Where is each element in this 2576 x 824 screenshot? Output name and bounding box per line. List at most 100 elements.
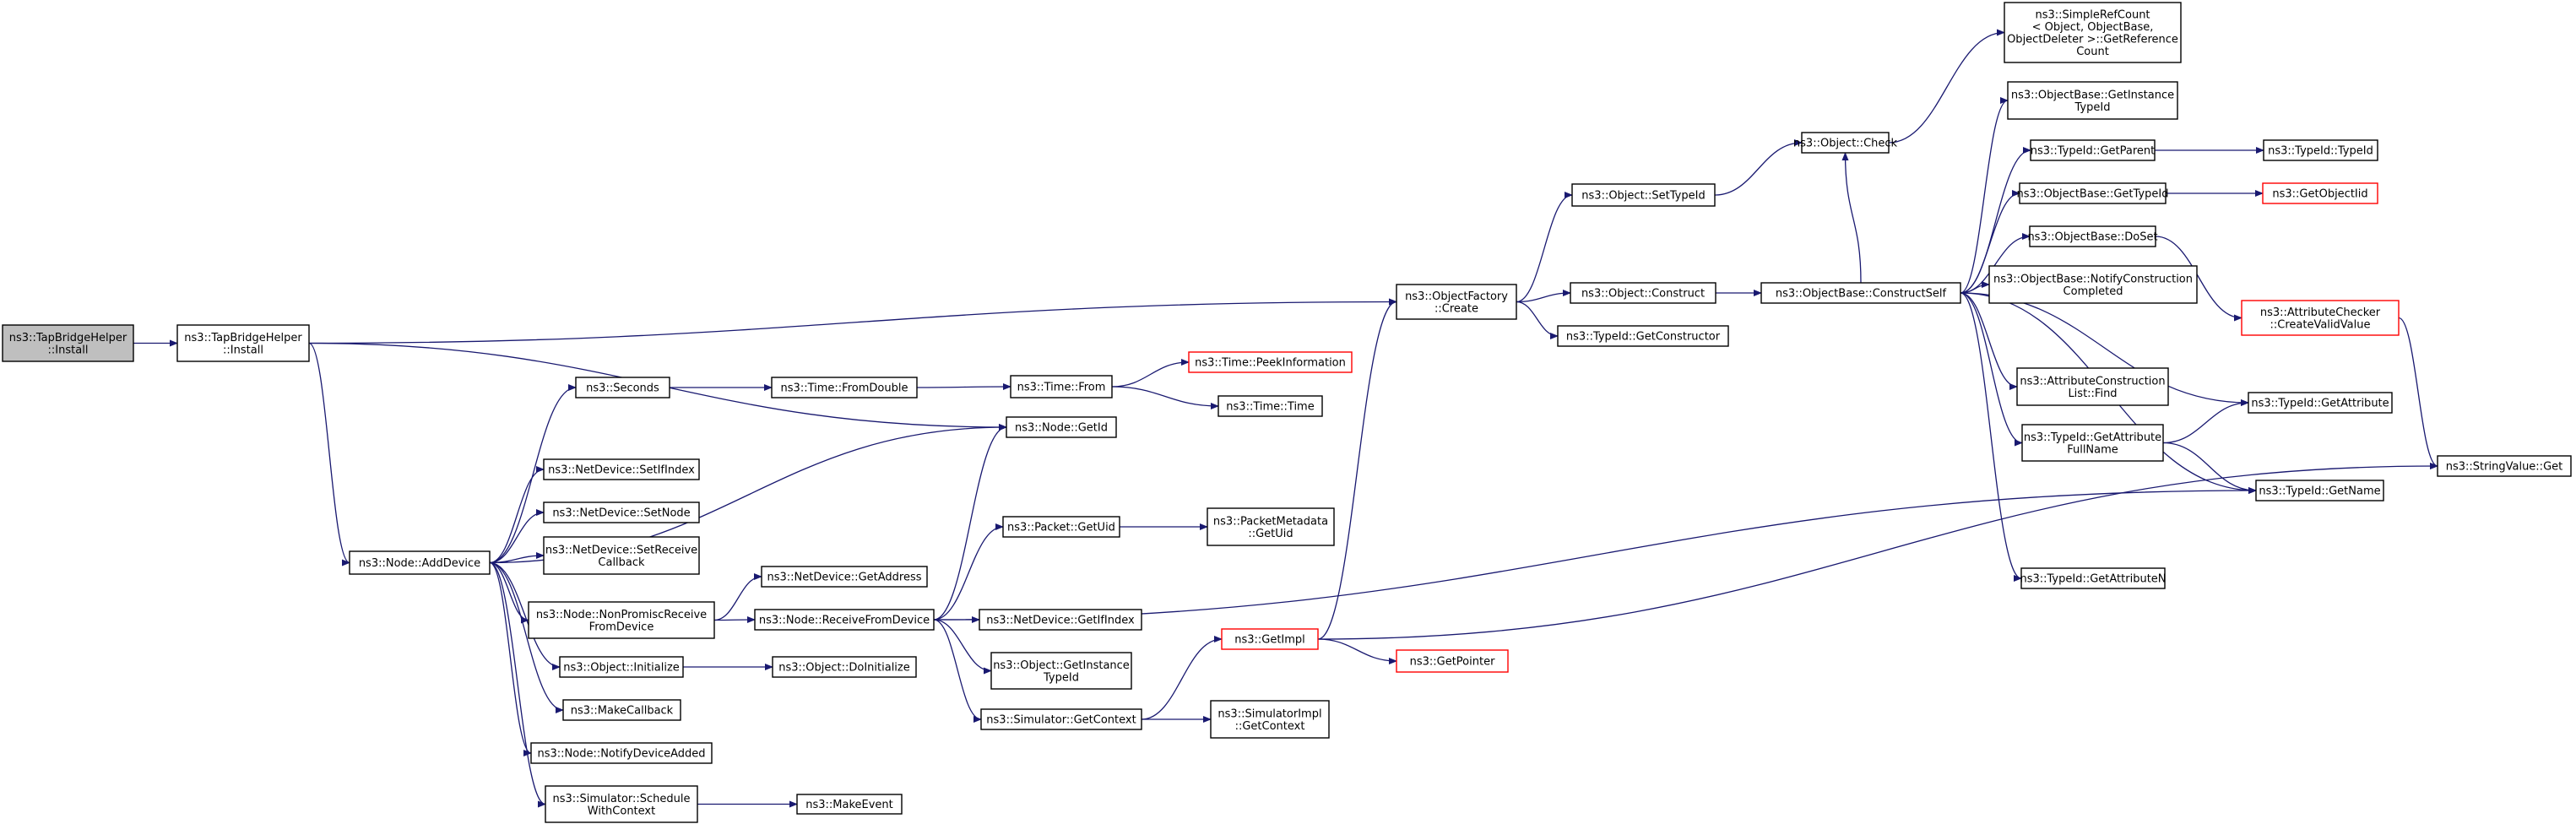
node-box[interactable]: [2248, 392, 2393, 414]
node-notify-device-added[interactable]: ns3::Node::NotifyDeviceAdded: [530, 742, 713, 764]
node-box[interactable]: [176, 324, 310, 362]
node-box[interactable]: [1010, 375, 1113, 398]
node-obj-base-get-type-id[interactable]: ns3::ObjectBase::GetTypeId: [2017, 182, 2169, 204]
node-type-id-get-parent[interactable]: ns3::TypeId::GetParent: [2030, 139, 2156, 161]
node-box[interactable]: [2263, 139, 2378, 161]
node-make-event[interactable]: ns3::MakeEvent: [796, 794, 903, 815]
node-receive-from-device[interactable]: ns3::Node::ReceiveFromDevice: [754, 609, 935, 631]
node-box[interactable]: [2019, 182, 2167, 204]
node-box[interactable]: [543, 501, 700, 523]
node-box[interactable]: [1988, 265, 2198, 304]
node-box[interactable]: [1760, 282, 1961, 304]
node-box[interactable]: [2241, 300, 2400, 336]
node-node-get-id[interactable]: ns3::Node::GetId: [1006, 416, 1117, 438]
node-box[interactable]: [2030, 139, 2156, 161]
node-box[interactable]: [772, 656, 917, 678]
node-type-id-get-attribute-n[interactable]: ns3::TypeId::GetAttributeN: [2020, 567, 2167, 589]
node-box[interactable]: [2016, 367, 2169, 406]
node-box[interactable]: [543, 536, 700, 575]
node-box[interactable]: [980, 708, 1142, 730]
node-box[interactable]: [562, 699, 681, 721]
node-box[interactable]: [771, 377, 918, 398]
node-make-callback[interactable]: ns3::MakeCallback: [562, 699, 681, 721]
node-notify-construction-completed[interactable]: ns3::ObjectBase::NotifyConstructionCompl…: [1988, 265, 2198, 304]
node-obj-set-type-id[interactable]: ns3::Object::SetTypeId: [1571, 183, 1716, 207]
node-box[interactable]: [796, 794, 903, 815]
node-box[interactable]: [1006, 416, 1117, 438]
node-do-initialize[interactable]: ns3::Object::DoInitialize: [772, 656, 917, 678]
node-construct-self[interactable]: ns3::ObjectBase::ConstructSelf: [1760, 282, 1961, 304]
node-box[interactable]: [1221, 628, 1319, 650]
node-box[interactable]: [545, 785, 698, 823]
node-create-valid-value[interactable]: ns3::AttributeChecker::CreateValidValue: [2241, 300, 2400, 336]
node-simple-ref-count[interactable]: ns3::SimpleRefCount< Object, ObjectBase,…: [2004, 2, 2182, 63]
node-sim-impl-get-context[interactable]: ns3::SimulatorImpl::GetContext: [1210, 700, 1330, 739]
node-box[interactable]: [754, 609, 935, 631]
node-add-device[interactable]: ns3::Node::AddDevice: [349, 550, 491, 575]
node-get-impl[interactable]: ns3::GetImpl: [1221, 628, 1319, 650]
node-net-dev-get-if-index[interactable]: ns3::NetDevice::GetIfIndex: [979, 609, 1142, 631]
node-packet-get-uid[interactable]: ns3::Packet::GetUid: [1002, 516, 1120, 538]
node-box[interactable]: [530, 742, 713, 764]
node-time-from-double[interactable]: ns3::Time::FromDouble: [771, 377, 918, 398]
node-install[interactable]: ns3::TapBridgeHelper::Install: [176, 324, 310, 362]
node-get-address[interactable]: ns3::NetDevice::GetAddress: [761, 566, 928, 588]
node-box[interactable]: [1210, 700, 1330, 739]
node-type-id-get-constructor[interactable]: ns3::TypeId::GetConstructor: [1557, 325, 1729, 347]
node-box[interactable]: [2, 324, 134, 362]
node-sim-get-context[interactable]: ns3::Simulator::GetContext: [980, 708, 1142, 730]
node-string-value-get[interactable]: ns3::StringValue::Get: [2437, 455, 2572, 477]
node-box[interactable]: [2029, 225, 2156, 247]
node-box[interactable]: [543, 458, 700, 480]
node-obj-check[interactable]: ns3::Object::Check: [1793, 132, 1898, 154]
node-peek-information[interactable]: ns3::Time::PeekInformation: [1188, 351, 1353, 373]
node-box[interactable]: [1557, 325, 1729, 347]
node-box[interactable]: [1801, 132, 1890, 154]
node-time-from[interactable]: ns3::Time::From: [1010, 375, 1113, 398]
node-box[interactable]: [2437, 455, 2572, 477]
node-time-time[interactable]: ns3::Time::Time: [1217, 395, 1323, 417]
node-obj-initialize[interactable]: ns3::Object::Initialize: [559, 656, 684, 678]
node-seconds[interactable]: ns3::Seconds: [575, 377, 670, 398]
node-box[interactable]: [559, 656, 684, 678]
node-box[interactable]: [2020, 567, 2166, 589]
node-set-node[interactable]: ns3::NetDevice::SetNode: [543, 501, 700, 523]
node-obj-base-do-set[interactable]: ns3::ObjectBase::DoSet: [2027, 225, 2158, 247]
node-box[interactable]: [2021, 424, 2164, 462]
node-box[interactable]: [1207, 507, 1335, 546]
node-box[interactable]: [575, 377, 670, 398]
node-type-id-get-attribute[interactable]: ns3::TypeId::GetAttribute: [2248, 392, 2393, 414]
node-box[interactable]: [1217, 395, 1323, 417]
node-obj-factory-create[interactable]: ns3::ObjectFactory::Create: [1396, 284, 1517, 320]
node-box[interactable]: [528, 601, 715, 639]
node-box[interactable]: [990, 652, 1132, 690]
node-box[interactable]: [1396, 284, 1517, 320]
node-root[interactable]: ns3::TapBridgeHelper::Install: [2, 324, 134, 362]
node-box[interactable]: [1002, 516, 1120, 538]
node-type-id-get-name[interactable]: ns3::TypeId::GetName: [2255, 480, 2384, 501]
node-box[interactable]: [2007, 81, 2178, 120]
node-packet-meta-get-uid[interactable]: ns3::PacketMetadata::GetUid: [1207, 507, 1335, 546]
node-box[interactable]: [2255, 480, 2384, 501]
node-set-if-index[interactable]: ns3::NetDevice::SetIfIndex: [543, 458, 700, 480]
node-box[interactable]: [1571, 183, 1716, 207]
node-box[interactable]: [979, 609, 1142, 631]
node-box[interactable]: [1570, 282, 1716, 304]
node-box[interactable]: [1396, 649, 1509, 673]
node-get-object-iid[interactable]: ns3::GetObjectIid: [2262, 182, 2378, 204]
node-box[interactable]: [349, 550, 491, 575]
node-box[interactable]: [2004, 2, 2182, 63]
node-box[interactable]: [1188, 351, 1353, 373]
node-get-pointer[interactable]: ns3::GetPointer: [1396, 649, 1509, 673]
node-box[interactable]: [761, 566, 928, 588]
node-box[interactable]: [2262, 182, 2378, 204]
node-obj-construct[interactable]: ns3::Object::Construct: [1570, 282, 1716, 304]
node-type-id-type-id[interactable]: ns3::TypeId::TypeId: [2263, 139, 2378, 161]
